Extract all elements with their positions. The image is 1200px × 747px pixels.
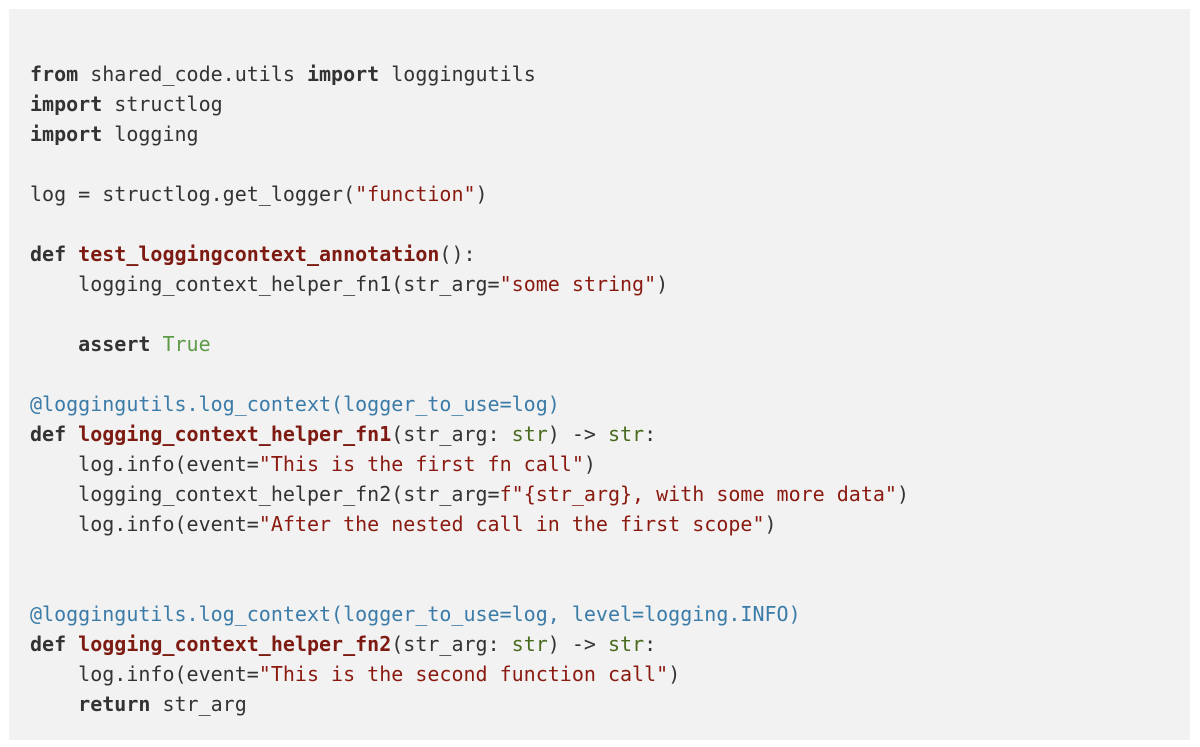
code-text: shared_code.utils (78, 62, 307, 86)
function-name: logging_context_helper_fn2 (78, 632, 392, 656)
keyword: import (306, 62, 380, 86)
code-text (30, 332, 78, 356)
code-text: : (644, 632, 657, 656)
code-text: log = structlog.get_logger( (30, 182, 356, 206)
code-line (30, 569, 909, 599)
keyword: assert (78, 332, 151, 356)
keyword: import (30, 92, 103, 116)
function-name: logging_context_helper_fn1 (78, 422, 392, 446)
code-line: return str_arg (30, 689, 909, 719)
type-annotation: str (511, 632, 548, 656)
code-line (30, 209, 909, 239)
code-line: log.info(event="This is the first fn cal… (30, 449, 909, 479)
code-line: assert True (30, 329, 909, 359)
string-literal: f"{str_arg}, with some more data" (499, 482, 897, 506)
code-text: (str_arg: (391, 632, 512, 656)
code-text: ) -> (547, 422, 609, 446)
code-text: log.info(event= (30, 512, 259, 536)
code-line (30, 149, 909, 179)
code-text (66, 422, 78, 446)
code-text: loggingutils (379, 62, 536, 86)
string-literal: "This is the first fn call" (258, 452, 584, 476)
code-text: ) (583, 452, 596, 476)
keyword: from (30, 62, 79, 86)
type-annotation: str (608, 632, 645, 656)
code-text: structlog (102, 92, 223, 116)
code-line: logging_context_helper_fn1(str_arg="some… (30, 269, 909, 299)
code-line: log.info(event="After the nested call in… (30, 509, 909, 539)
code-text: ) (656, 272, 669, 296)
code-text (30, 692, 78, 716)
code-line: log = structlog.get_logger("function") (30, 179, 909, 209)
code-line: from shared_code.utils import logginguti… (30, 59, 909, 89)
code-line: logging_context_helper_fn2(str_arg=f"{st… (30, 479, 909, 509)
code-line (30, 299, 909, 329)
string-literal: "This is the second function call" (258, 662, 669, 686)
code-block: from shared_code.utils import logginguti… (9, 9, 1190, 740)
keyword: def (30, 422, 67, 446)
code-line: @loggingutils.log_context(logger_to_use=… (30, 389, 909, 419)
code-text: : (644, 422, 657, 446)
code-text: (): (439, 242, 476, 266)
code-text: ) (764, 512, 777, 536)
code-text: log.info(event= (30, 662, 259, 686)
decorator: @loggingutils.log_context(logger_to_use=… (30, 602, 801, 626)
code-text: (str_arg: (391, 422, 512, 446)
code-text: ) -> (547, 632, 609, 656)
code-line: import structlog (30, 89, 909, 119)
code-line: def logging_context_helper_fn1(str_arg: … (30, 419, 909, 449)
code-text: log.info(event= (30, 452, 259, 476)
function-name: test_loggingcontext_annotation (78, 242, 440, 266)
code-text: logging_context_helper_fn1(str_arg= (30, 272, 500, 296)
code-line (30, 359, 909, 389)
string-literal: "function" (355, 182, 476, 206)
keyword: import (30, 122, 103, 146)
code-line: import logging (30, 119, 909, 149)
code-text (66, 242, 78, 266)
type-annotation: str (608, 422, 645, 446)
keyword: return (78, 692, 151, 716)
string-literal: "some string" (499, 272, 657, 296)
keyword: def (30, 242, 67, 266)
string-literal: "After the nested call in the first scop… (258, 512, 765, 536)
code-listing: from shared_code.utils import logginguti… (30, 59, 909, 719)
code-text: ) (475, 182, 488, 206)
type-annotation: str (511, 422, 548, 446)
keyword: def (30, 632, 67, 656)
code-text: str_arg (150, 692, 247, 716)
code-text (150, 332, 162, 356)
decorator: @loggingutils.log_context(logger_to_use=… (30, 392, 560, 416)
code-text: ) (896, 482, 910, 506)
code-text: logging (102, 122, 199, 146)
code-line: def test_loggingcontext_annotation(): (30, 239, 909, 269)
code-text: ) (668, 662, 681, 686)
code-line: def logging_context_helper_fn2(str_arg: … (30, 629, 909, 659)
constant: True (162, 332, 211, 356)
code-text: logging_context_helper_fn2(str_arg= (30, 482, 500, 506)
code-line (30, 539, 909, 569)
code-text (66, 632, 78, 656)
code-line: log.info(event="This is the second funct… (30, 659, 909, 689)
code-line: @loggingutils.log_context(logger_to_use=… (30, 599, 909, 629)
